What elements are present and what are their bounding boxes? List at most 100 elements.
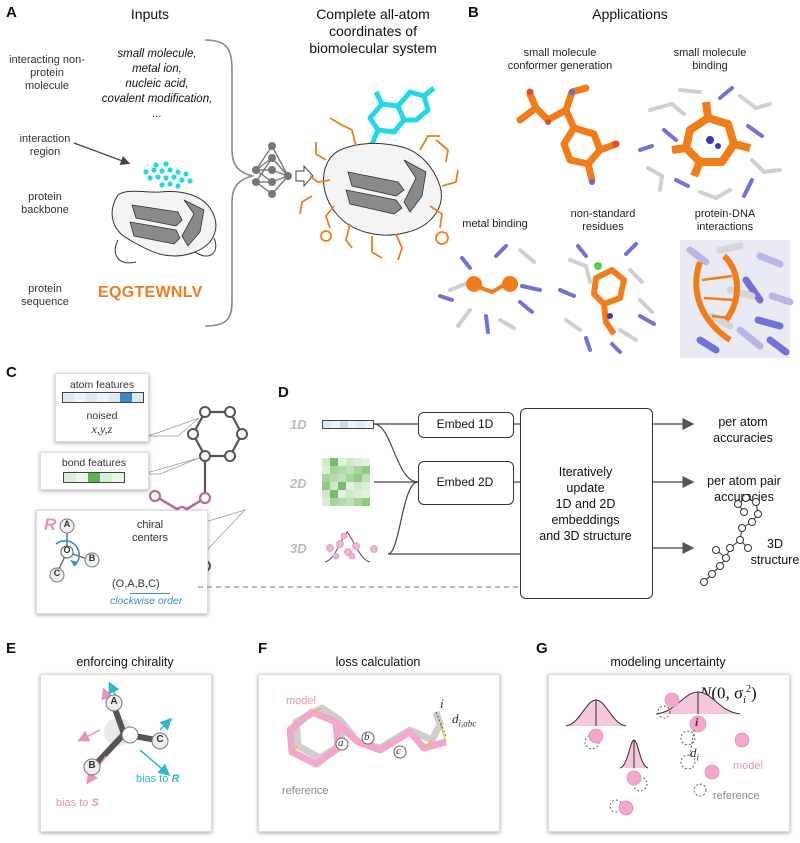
embedding-2d-cell [338, 498, 346, 506]
row-label-sequence: protein sequence [21, 283, 69, 308]
embedding-2d-cell [338, 458, 346, 466]
panel-b-label: B [468, 4, 479, 21]
inputs-title: Inputs [130, 6, 170, 22]
bond-features-callout [40, 452, 149, 490]
embedding-2d-cell [338, 482, 346, 490]
output-3d-structure: 3D structure [750, 537, 800, 567]
panel-e-label: E [6, 640, 17, 657]
embedding-2d-cell [346, 482, 354, 490]
chirality-r-label: R [44, 515, 57, 534]
app-metal-label: metal binding [462, 218, 528, 230]
embedding-2d-cell [330, 474, 338, 482]
atom-features-label: atom features [69, 379, 135, 391]
embedding-2d-cell [330, 466, 338, 474]
molecule-list: small molecule, metal ion, nucleic acid,… [101, 48, 213, 120]
g-distance-label: di [690, 745, 700, 763]
embedding-2d-cell [330, 490, 338, 498]
panel-d-label: D [278, 384, 289, 401]
embedding-2d-cell [362, 466, 370, 474]
g-reference-label: reference [713, 790, 760, 802]
embedding-2d-cell [354, 466, 362, 474]
embedding-2d-cell [322, 490, 330, 498]
bias-to-s: bias to S [56, 797, 99, 809]
app-binding-label: small molecule binding [673, 47, 747, 72]
embedding-2d-cell [346, 466, 354, 474]
dim-1d-label: 1D [290, 417, 307, 432]
embedding-2d-cell [354, 458, 362, 466]
panel-g-label: G [536, 640, 548, 657]
embedding-2d-cell [354, 498, 362, 506]
embedding-2d-cell [338, 490, 346, 498]
chiral-centers-label: chiral centers [131, 519, 169, 544]
embedding-2d-cell [362, 474, 370, 482]
embed-1d-box [418, 412, 514, 438]
bias-to-r: bias to R [136, 773, 180, 785]
app-dna-label: protein-DNA interactions [694, 208, 756, 233]
f-atom-b: b [364, 731, 370, 743]
bond-features-bar [63, 472, 125, 483]
embedding-2d-cell [322, 482, 330, 490]
xyz-label: x,y,z [91, 422, 113, 436]
g-atom-i: i [695, 715, 699, 729]
iterative-update-box [520, 408, 653, 599]
protein-sequence: EQGTEWNLV [98, 284, 203, 301]
embed-1d-label: Embed 1D [436, 417, 494, 431]
f-reference-label: reference [282, 785, 329, 797]
panel-e-box [40, 674, 212, 832]
clockwise-order: clockwise order [110, 595, 183, 607]
embed-2d-box [418, 461, 514, 505]
panel-c-label: C [6, 364, 17, 381]
embed-2d-label: Embed 2D [436, 475, 494, 489]
order-underline [130, 593, 170, 594]
modeling-uncertainty-title: modeling uncertainty [610, 655, 726, 669]
applications-title: Applications [592, 6, 668, 22]
embedding-1d-bar [322, 420, 374, 429]
chiral-order: (O,A,B,C) [112, 578, 160, 590]
chiral-atom-b: B [88, 553, 96, 563]
embedding-2d-cell [346, 498, 354, 506]
output-title: Complete all-atom coordinates of biomole… [309, 6, 437, 56]
panel-f-label: F [258, 640, 268, 657]
embedding-2d-cell [330, 498, 338, 506]
f-distance-label: di,abc [452, 711, 477, 729]
f-atom-i: i [440, 696, 444, 711]
bond-features-label: bond features [61, 457, 127, 469]
loss-calculation-title: loss calculation [335, 655, 421, 669]
e-atom-b: B [88, 760, 96, 771]
chiral-atom-o: O [63, 545, 71, 555]
enforcing-chirality-title: enforcing chirality [76, 655, 174, 669]
embedding-2d-cell [338, 466, 346, 474]
dim-3d-label: 3D [290, 541, 307, 556]
row-label-region: interaction region [19, 133, 71, 158]
embedding-2d-cell [362, 498, 370, 506]
app-nonstd-label: non-standard residues [570, 208, 636, 233]
normal-formula: N(0, σi2) [700, 683, 757, 707]
embedding-2d-cell [362, 490, 370, 498]
panel-a-label: A [6, 4, 17, 21]
embedding-2d-cell [322, 474, 330, 482]
f-atom-a: a [338, 737, 344, 749]
embedding-2d-cell [330, 482, 338, 490]
embedding-2d-cell [346, 458, 354, 466]
e-atom-c: C [156, 734, 164, 745]
f-atom-c: c [396, 745, 401, 757]
panel-g-box [548, 674, 790, 832]
chiral-atom-a: A [63, 519, 71, 529]
embedding-2d-cell [322, 458, 330, 466]
embedding-2d-cell [346, 474, 354, 482]
chiral-atom-c: C [53, 568, 61, 578]
